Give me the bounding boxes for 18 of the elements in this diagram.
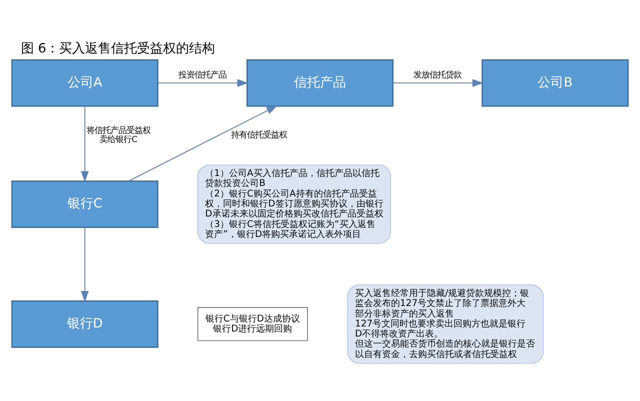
edge-label: 将信托产品受益权卖给银行C — [86, 124, 150, 144]
edge-label: 持有信托受益权 — [231, 129, 288, 140]
arrow — [128, 104, 278, 181]
arrow — [158, 78, 248, 86]
edge-label: 发放信托贷款 — [414, 69, 462, 80]
node-box: 银行C — [11, 180, 158, 228]
edge-label: 投资信托产品 — [178, 69, 226, 80]
node-box: 银行D — [11, 300, 158, 348]
arrow — [80, 226, 89, 302]
node-box: 公司A — [11, 58, 158, 106]
node-box: 信托产品 — [246, 58, 394, 106]
node-box: 买入返售经常用于隐藏/规避贷款规模控；银监会发布的127号文禁止了除了票据意外大部分非标资产的买入返售 127号文同时也要求卖出回购方也就是银行D不得将改资产出表。 但这一交易能否货币创造的核心就是银行是否以自有资金，去购买信托或者信托受益权 — [347, 284, 544, 364]
diagram-title: 图 6：买入返售信托受益权的结构 — [20, 41, 216, 56]
node-box: （1）公司A买入信托产品，信托产品以信托贷款投资公司B （2）银行C购买公司A持有的信托产品受益权，同时和银行D签订愿意购买协议，由银行D承诺未来以固定价格购买改信托产品受益权 （3）银行C将信托受益权记账为“买入返售资产”，银行D将购买承诺记入表外项目 — [197, 164, 391, 244]
arrow — [80, 105, 89, 182]
node-box: 公司B — [482, 58, 629, 106]
node-box: 银行C与银行D达成协议银行D进行远期回购 — [197, 306, 308, 341]
arrow — [392, 78, 484, 86]
